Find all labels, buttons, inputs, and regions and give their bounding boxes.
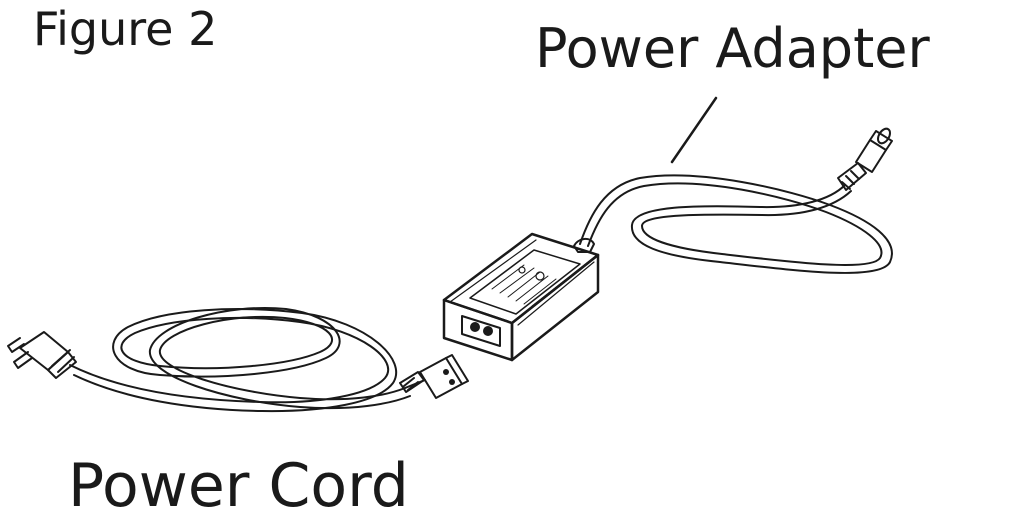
nema-plug — [7, 331, 77, 379]
dc-barrel-plug — [855, 127, 893, 173]
power-cord-label: Power Cord — [68, 451, 409, 521]
iec-connector — [399, 354, 469, 399]
label-text-lines — [491, 264, 565, 307]
power-adapter-label: Power Adapter — [535, 17, 930, 80]
coiled-cable — [69, 307, 426, 413]
figure-title: Figure 2 — [33, 2, 218, 56]
adapter-brick — [442, 232, 600, 362]
dc-output-cable — [579, 174, 893, 274]
certification-mark-icon — [535, 271, 545, 281]
ac-inlet — [461, 315, 501, 347]
power-cord — [7, 307, 469, 413]
power-adapter — [442, 127, 893, 362]
adapter-leader-line — [670, 96, 718, 164]
dc-strain-relief — [837, 162, 867, 191]
certification-mark-icon — [518, 266, 526, 274]
